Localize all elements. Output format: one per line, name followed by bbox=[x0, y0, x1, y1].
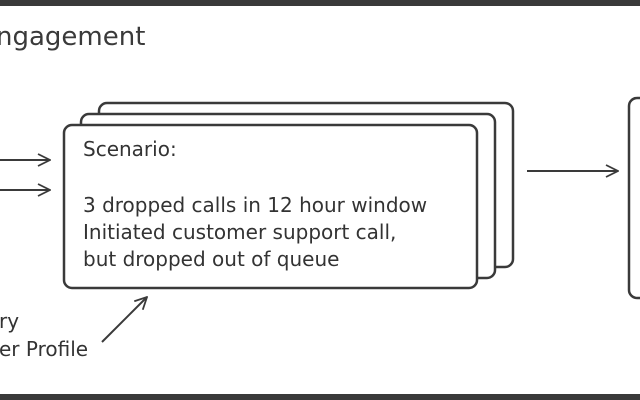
bottom-border bbox=[0, 394, 640, 400]
scenario-line-3: but dropped out of queue bbox=[83, 247, 340, 271]
profile-label-line-1: ry bbox=[0, 309, 20, 333]
scenario-line-1: 3 dropped calls in 12 hour window bbox=[83, 193, 428, 217]
next-stage-box bbox=[627, 96, 640, 300]
profile-label-line-2: er Profile bbox=[0, 337, 89, 361]
scenario-heading: Scenario: bbox=[83, 137, 177, 161]
scenario-card bbox=[62, 123, 479, 290]
profile-pointer-arrow bbox=[101, 297, 147, 343]
diagram-title: ngagement bbox=[0, 22, 146, 52]
top-border bbox=[0, 0, 640, 6]
scenario-line-2: Initiated customer support call, bbox=[83, 220, 397, 244]
